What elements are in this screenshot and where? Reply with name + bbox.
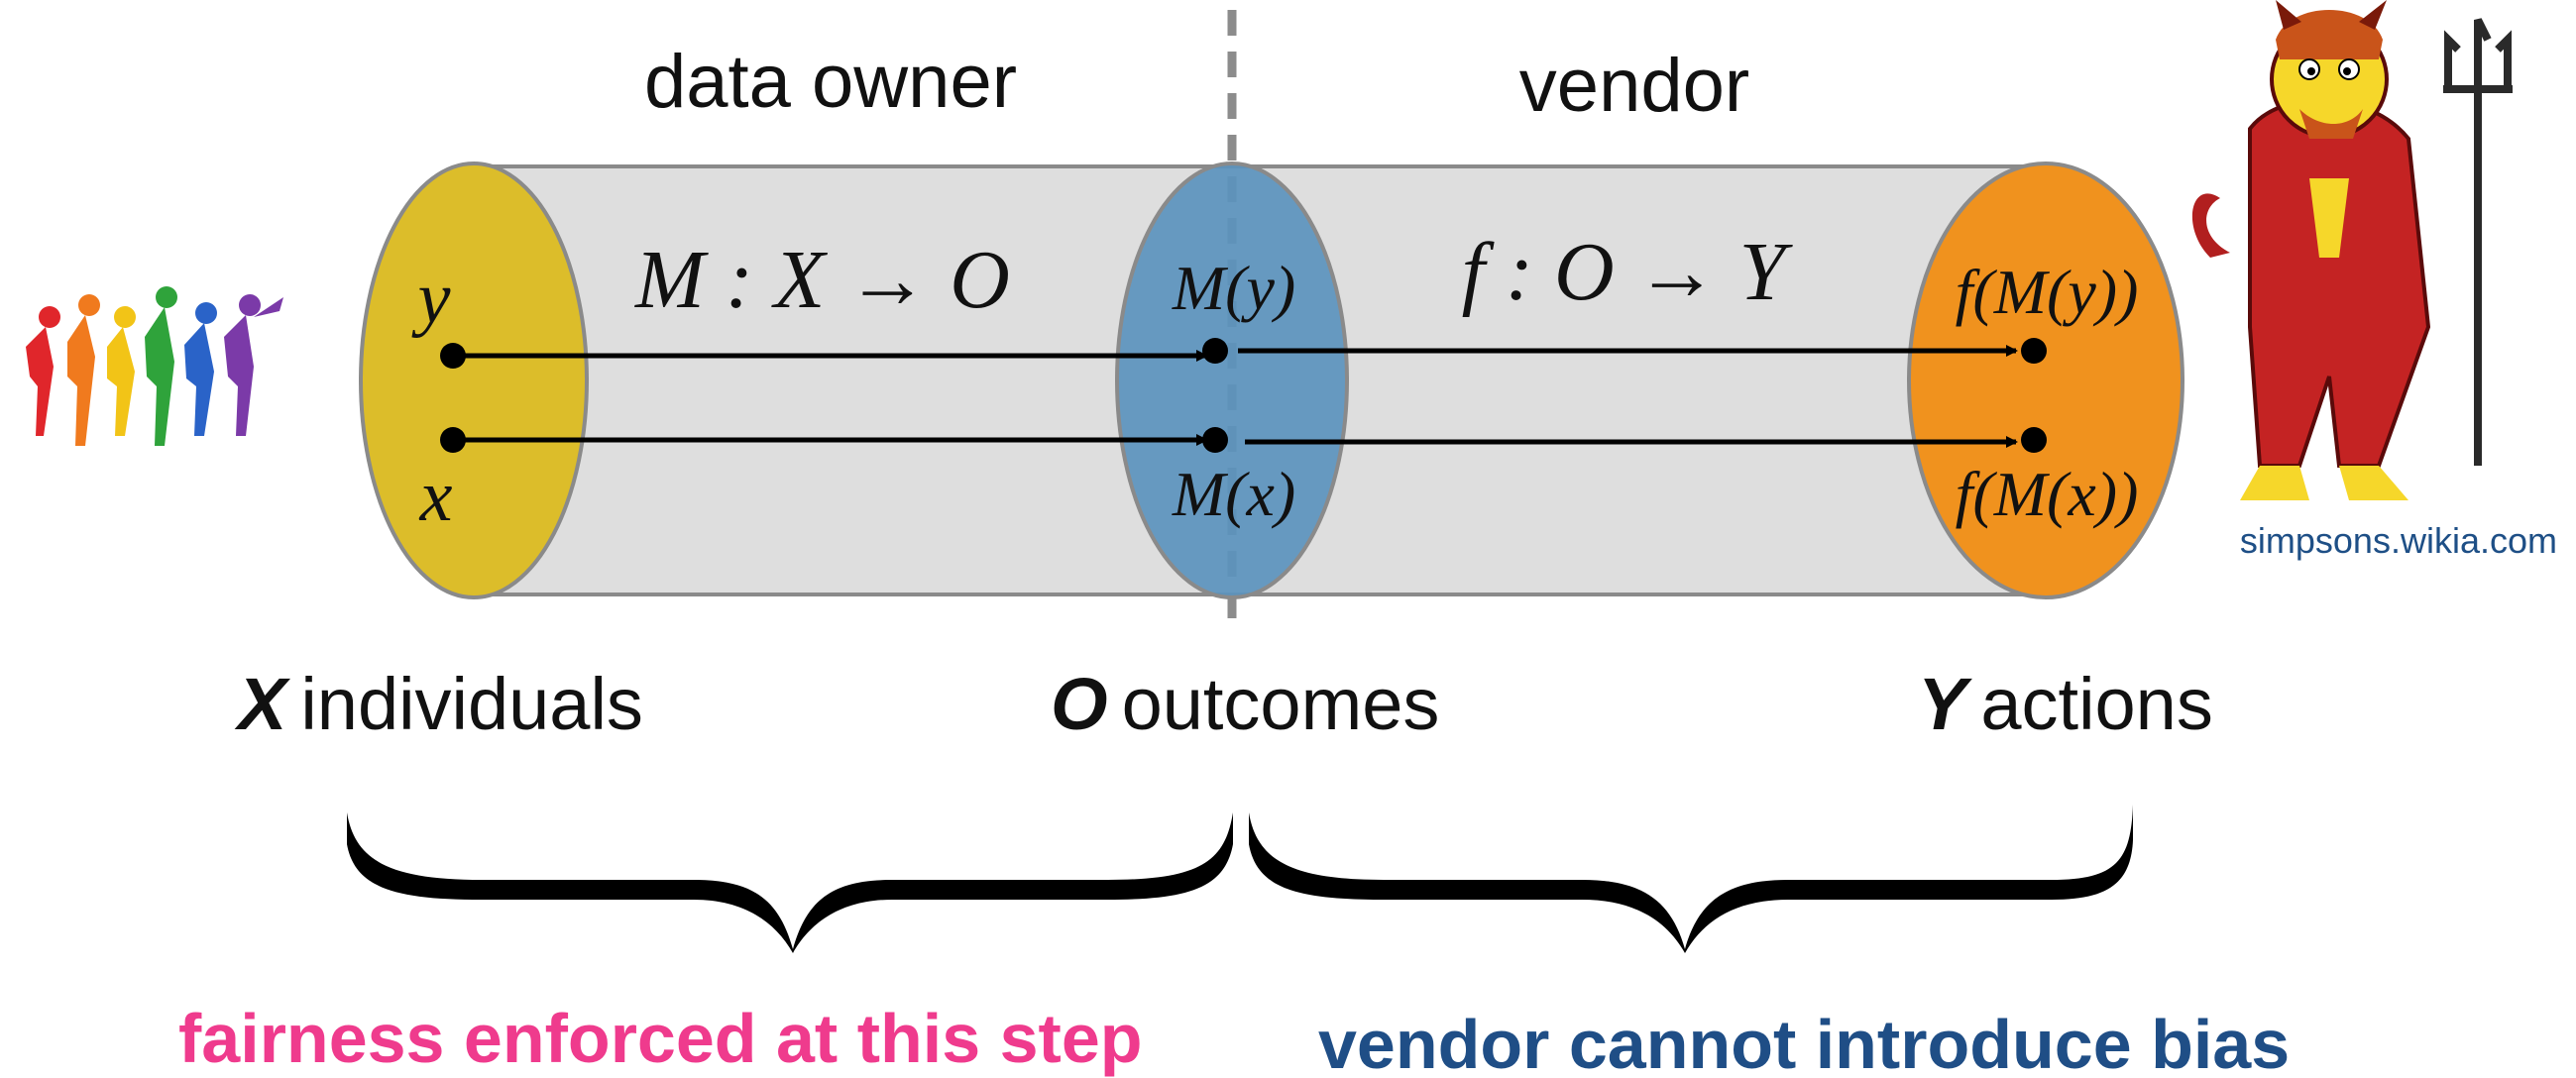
point-x: [440, 427, 466, 453]
devil-character-illustration: [2191, 0, 2513, 500]
o-set-symbol: O: [1051, 663, 1108, 745]
y-set-symbol: Y: [1918, 663, 1972, 745]
y-set-label: actions: [1980, 663, 2212, 745]
point-my: [1202, 338, 1228, 364]
vendor-caption: vendor cannot introduce bias: [1318, 1006, 2290, 1078]
label-my: M(y): [1172, 253, 1295, 323]
data-owner-header: data owner: [644, 40, 1017, 124]
left-curly-brace: [347, 812, 1233, 953]
x-set-label: individuals: [300, 663, 643, 745]
o-set-ellipse: [1115, 162, 1349, 599]
label-fmx: f(M(x)): [1956, 459, 2139, 529]
x-set-symbol: X: [234, 663, 291, 745]
colorful-people-icon: [26, 286, 283, 446]
point-fmx: [2021, 427, 2047, 453]
vendor-header: vendor: [1519, 44, 1749, 128]
fairness-caption: fairness enforced at this step: [178, 1000, 1143, 1077]
x-set-ellipse: [359, 162, 589, 599]
point-fmy: [2021, 338, 2047, 364]
point-mx: [1202, 427, 1228, 453]
y-set-ellipse: [1907, 162, 2184, 599]
label-fmy: f(M(y)): [1956, 257, 2139, 327]
label-y: y: [411, 258, 451, 339]
point-y: [440, 343, 466, 369]
label-mx: M(x): [1172, 459, 1295, 529]
right-curly-brace: [1249, 805, 2133, 953]
image-credit: simpsons.wikia.com: [2240, 520, 2557, 561]
label-x: x: [419, 456, 453, 537]
o-set-label: outcomes: [1122, 663, 1440, 745]
mapping-f-label: f : O → Y: [1462, 226, 1794, 318]
mapping-m-label: M : X → O: [634, 234, 1010, 326]
